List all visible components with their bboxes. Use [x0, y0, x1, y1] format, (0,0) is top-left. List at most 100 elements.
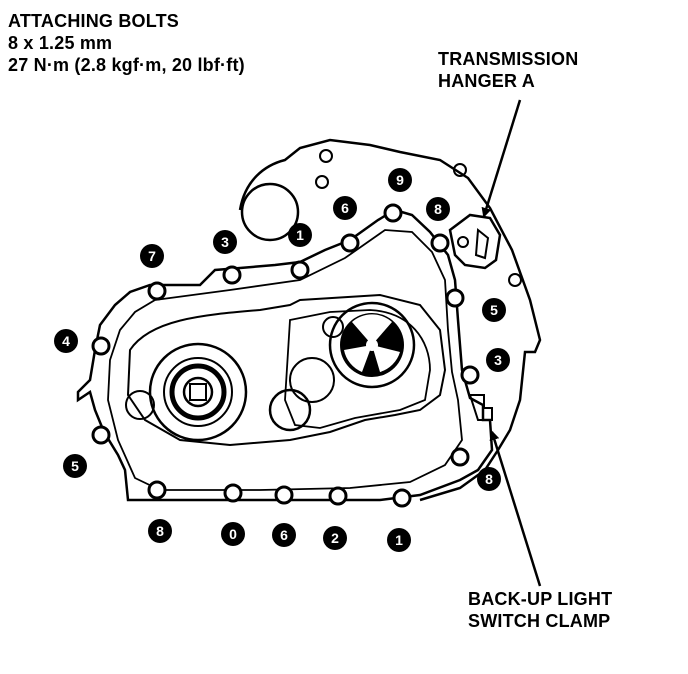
output-shaft-bearing	[148, 342, 248, 442]
sequence-marker-circle	[148, 519, 172, 543]
sequence-marker-number: 6	[341, 200, 349, 216]
sequence-marker: 3	[213, 230, 237, 254]
sequence-marker-number: 6	[280, 527, 288, 543]
sequence-marker-number: 9	[396, 172, 404, 188]
sequence-marker-number: 2	[331, 530, 339, 546]
sequence-marker-circle	[140, 244, 164, 268]
sequence-marker-circle	[63, 454, 87, 478]
sequence-marker: 0	[221, 522, 245, 546]
backup-light-clamp-callout: BACK-UP LIGHT SWITCH CLAMP	[468, 588, 612, 632]
sequence-marker-circle	[54, 329, 78, 353]
sequence-marker-circle	[272, 523, 296, 547]
sequence-marker: 4	[54, 329, 78, 353]
boss-left	[125, 390, 155, 420]
bolt-hole	[392, 488, 412, 508]
clamp-leader-arrow	[489, 430, 542, 587]
sequence-marker-number: 7	[148, 248, 156, 264]
sequence-marker-circle	[477, 467, 501, 491]
spoked-gear-center	[366, 339, 378, 351]
sequence-marker: 1	[387, 528, 411, 552]
tightening-sequence-markers: 9 6 8 1 3 7 5 4 3 5 8 8 0 6 2 1	[54, 168, 510, 552]
sequence-marker: 7	[140, 244, 164, 268]
output-shaft-hub	[182, 376, 214, 408]
small-hole-3	[453, 163, 467, 177]
hanger-label-line2: HANGER A	[438, 71, 535, 91]
hanger-hole	[457, 236, 469, 248]
output-shaft-spline	[189, 383, 207, 401]
bolt-holes	[91, 203, 480, 508]
transmission-hanger-callout: TRANSMISSION HANGER A	[438, 48, 578, 92]
boss-center	[268, 388, 312, 432]
bolt-hole	[147, 281, 167, 301]
backup-switch-clamp	[468, 394, 493, 421]
sequence-marker-circle	[333, 196, 357, 220]
sequence-marker-number: 1	[296, 227, 304, 243]
sequence-marker-circle	[387, 528, 411, 552]
sequence-marker-number: 0	[229, 526, 237, 542]
sequence-marker: 8	[477, 467, 501, 491]
sequence-marker: 5	[482, 298, 506, 322]
hanger-slot	[474, 228, 490, 260]
sequence-marker-circle	[426, 197, 450, 221]
small-hole-1	[319, 149, 333, 163]
hanger-label-line1: TRANSMISSION	[438, 49, 579, 69]
sequence-marker: 5	[63, 454, 87, 478]
sequence-marker-number: 5	[71, 458, 79, 474]
sequence-marker: 8	[426, 197, 450, 221]
sequence-marker-circle	[482, 298, 506, 322]
sequence-marker: 9	[388, 168, 412, 192]
bolt-hole	[445, 288, 465, 308]
sequence-marker-number: 4	[62, 333, 70, 349]
hanger-leader-arrow	[481, 99, 522, 218]
sequence-marker: 2	[323, 526, 347, 550]
transmission-hanger-bracket	[448, 213, 502, 270]
sequence-marker: 3	[486, 348, 510, 372]
clamp-label-line2: SWITCH CLAMP	[468, 611, 611, 631]
sequence-marker: 6	[333, 196, 357, 220]
boss-center-2	[289, 357, 335, 403]
spec-title: ATTACHING BOLTS	[8, 11, 179, 31]
upper-bearing-bore	[240, 182, 300, 242]
bolt-hole	[91, 336, 111, 356]
bolt-hole	[274, 485, 294, 505]
bolt-hole	[290, 260, 310, 280]
cover-inner-body	[126, 293, 447, 447]
sequence-marker-number: 8	[434, 201, 442, 217]
spec-torque: 27 N·m (2.8 kgf·m, 20 lbf·ft)	[8, 55, 245, 75]
sequence-marker-number: 5	[490, 302, 498, 318]
sequence-marker-number: 8	[485, 471, 493, 487]
bolt-hole	[91, 425, 111, 445]
sequence-marker-number: 3	[494, 352, 502, 368]
sequence-marker-circle	[221, 522, 245, 546]
sequence-marker-number: 1	[395, 532, 403, 548]
bolt-hole	[340, 233, 360, 253]
spoked-gear	[328, 301, 416, 389]
sequence-marker-circle	[288, 223, 312, 247]
sequence-marker-number: 3	[221, 234, 229, 250]
bolt-hole	[328, 486, 348, 506]
sequence-marker-number: 8	[156, 523, 164, 539]
upper-housing-outline	[238, 138, 542, 451]
cover-outline	[76, 208, 494, 502]
small-hole-2	[315, 175, 329, 189]
bolt-hole	[223, 483, 243, 503]
sequence-marker-circle	[323, 526, 347, 550]
bolt-hole	[430, 233, 450, 253]
sequence-marker-circle	[486, 348, 510, 372]
housing-lower-right-edge	[419, 449, 500, 502]
gear-housing-section	[284, 309, 431, 429]
dowel-pin	[322, 316, 344, 338]
bolt-hole	[147, 480, 167, 500]
bolt-hole	[450, 447, 470, 467]
bolt-hole	[222, 265, 242, 285]
sequence-marker-circle	[388, 168, 412, 192]
sequence-marker: 1	[288, 223, 312, 247]
sequence-marker-circle	[213, 230, 237, 254]
output-shaft-bearing-ring	[163, 357, 233, 427]
sequence-marker: 6	[272, 523, 296, 547]
bolt-hole	[383, 203, 403, 223]
bolt-hole	[460, 365, 480, 385]
sequence-marker: 8	[148, 519, 172, 543]
clamp-label-line1: BACK-UP LIGHT	[468, 589, 613, 609]
